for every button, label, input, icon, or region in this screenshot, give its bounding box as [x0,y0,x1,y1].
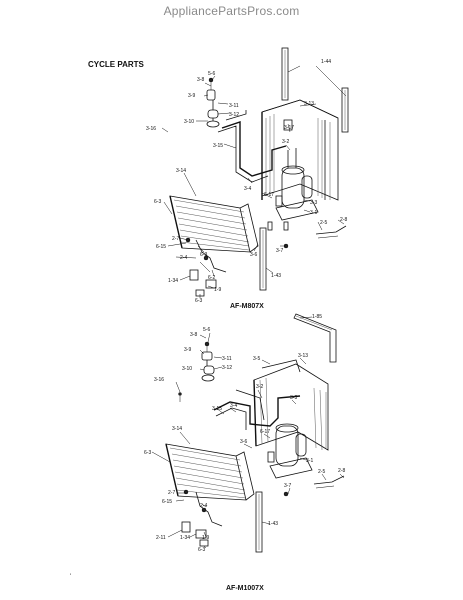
label-3-1: 3-1 [310,210,317,216]
compressor-3-1-bottom[interactable] [267,423,313,479]
label-6-3-bottom-a: 6-3 [144,450,151,456]
compressor-3-1[interactable] [275,119,319,221]
label-2-4-b: 2-4 [200,503,207,509]
label-1-9: 1-9 [214,287,221,293]
label-1-44: 1-44 [321,59,331,65]
label-3-11: 3-11 [229,103,239,109]
part-labels-top: 1-44 5-6 3-8 3-9 3-11 3-12 3-10 3-16 3-1… [146,59,347,304]
label-3-14: 3-14 [176,168,186,174]
wiring-parts-2-5-2-8-bottom[interactable] [178,392,345,497]
label-1-34: 1-34 [168,278,178,284]
suction-piping-3-15-bottom[interactable] [213,359,301,430]
condenser-coil-3-13[interactable] [261,99,339,201]
label-3-17: 3-17 [284,125,294,131]
evaporator-coil-3-14[interactable] [169,195,259,253]
reversing-valve-assembly[interactable] [206,77,220,128]
label-3-12-b: 3-12 [222,365,232,371]
bracket-1-34-bottom[interactable] [181,521,209,547]
label-5-6-b: 5-6 [203,327,210,333]
label-6-3-bottom-b: 6-3 [198,547,205,553]
label-1-43-b: 1-43 [268,521,278,527]
label-3-10: 3-10 [184,119,194,125]
label-3-5-b: 3-5 [253,356,260,362]
label-1-85: 1-85 [312,314,322,320]
label-6-3-top-a: 6-3 [154,199,161,205]
label-3-15: 3-15 [213,143,223,149]
label-2-4: 2-4 [180,255,187,261]
label-3-2: 3-2 [282,139,289,145]
diagram-bottom [151,313,345,553]
label-5-6: 5-6 [208,71,215,77]
label-3-6-b: 3-6 [240,439,247,445]
label-3-7: 3-7 [276,248,283,254]
label-3-10-b: 3-10 [182,366,192,372]
label-1-43: 1-43 [271,273,281,279]
label-3-14-b: 3-14 [172,426,182,432]
label-3-6: 3-6 [250,252,257,258]
label-2-8: 2-8 [340,217,347,223]
label-3-13: 3-13 [304,101,314,107]
capillary-tube-assembly-bottom[interactable] [183,489,223,527]
insulation-strip-1-44[interactable] [281,47,349,133]
insulation-strip-1-43[interactable] [259,227,267,291]
label-3-1-b: 3-1 [306,458,313,464]
label-2-5-b: 2-5 [318,469,325,475]
label-3-9-b: 3-9 [184,347,191,353]
label-6-17: 6-17 [264,192,274,198]
label-3-3: 3-3 [310,200,317,206]
bracket-1-34[interactable] [189,269,217,297]
section-heading: CYCLE PARTS [88,60,144,69]
label-3-13-b: 3-13 [298,353,308,359]
condenser-coil-3-13-bottom[interactable] [253,363,329,451]
label-3-12: 3-12 [229,112,239,118]
site-watermark: AppliancePartsPros.com [163,4,300,18]
label-3-7-b: 3-7 [284,483,291,489]
label-6-15-b: 6-15 [162,499,172,505]
label-3-9: 3-9 [188,93,195,99]
label-6-15: 6-15 [156,244,166,250]
leader-lines-bottom [151,316,345,549]
label-1-9-b: 1-9 [202,535,209,541]
label-6-3-top-b: 6-3 [200,252,207,258]
label-6-2: 6-2 [208,275,215,281]
wiring-parts-2-5-2-8[interactable] [267,221,347,249]
corner-mark: ' [70,574,72,580]
label-2-8-b: 2-8 [338,468,345,474]
label-3-4: 3-4 [244,186,251,192]
label-3-3-b: 3-3 [290,395,297,401]
label-3-16-b: 3-16 [154,377,164,383]
label-3-8: 3-8 [197,77,204,83]
insulation-strip-1-43-bottom[interactable] [255,491,263,553]
model-label-bottom: AF-M1007X [226,585,264,592]
reversing-valve-assembly-bottom[interactable] [201,341,215,382]
label-3-15-b: 3-15 [212,406,222,412]
label-3-11-b: 3-11 [222,356,232,362]
label-3-8-b: 3-8 [190,332,197,338]
suction-piping-3-15[interactable] [217,110,287,183]
diagram-top [161,47,349,298]
label-2-11-b: 2-11 [156,535,166,541]
part-labels-bottom: 1-85 5-6 3-8 3-9 3-5 3-11 3-10 3-12 3-13… [144,314,345,553]
label-1-34-b: 1-34 [180,535,190,541]
label-2-7: 2-7 [172,236,179,242]
model-label-top: AF-M807X [230,303,264,310]
leader-lines-top [161,65,347,298]
evaporator-coil-3-14-bottom[interactable] [165,443,255,501]
label-6-3-top-c: 6-3 [195,298,202,304]
label-2-7-b: 2-7 [168,490,175,496]
label-3-4-b: 3-4 [230,403,237,409]
label-6-17-b: 6-17 [260,429,270,435]
label-3-16: 3-16 [146,126,156,132]
label-2-5: 2-5 [320,220,327,226]
label-3-2-b: 3-2 [256,384,263,390]
insulation-strip-1-85[interactable] [293,313,337,363]
